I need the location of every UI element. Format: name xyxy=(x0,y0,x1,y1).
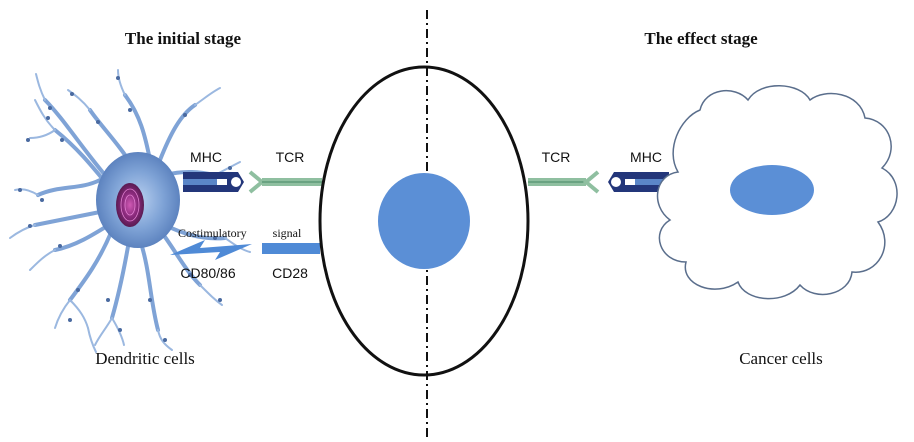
dendritic-cell-illustration xyxy=(9,69,251,353)
left-mhc-receptor xyxy=(183,172,244,192)
left-tcr-label: TCR xyxy=(276,149,305,165)
left-tcr-receptor xyxy=(248,170,322,194)
effect-stage-title: The effect stage xyxy=(644,29,758,48)
t-cell-nucleus xyxy=(378,173,470,269)
left-mhc-label: MHC xyxy=(190,149,222,165)
right-tcr-receptor xyxy=(528,170,600,194)
cancer-cells-label: Cancer cells xyxy=(739,349,823,368)
dendritic-cells-label: Dendritic cells xyxy=(95,349,195,368)
cd28-label: CD28 xyxy=(272,265,308,281)
t-cell-membrane xyxy=(318,65,530,377)
right-mhc-receptor xyxy=(608,172,669,192)
dendritic-nucleus xyxy=(116,183,144,227)
right-tcr-label: TCR xyxy=(542,149,571,165)
signal-label: signal xyxy=(273,226,302,240)
initial-stage-title: The initial stage xyxy=(125,29,242,48)
right-mhc-label: MHC xyxy=(630,149,662,165)
cancer-cell-nucleus xyxy=(730,165,814,215)
cd80-86-label: CD80/86 xyxy=(180,265,235,281)
costimulatory-signal xyxy=(170,240,320,260)
costimulatory-label: Costimulatory xyxy=(178,226,247,240)
